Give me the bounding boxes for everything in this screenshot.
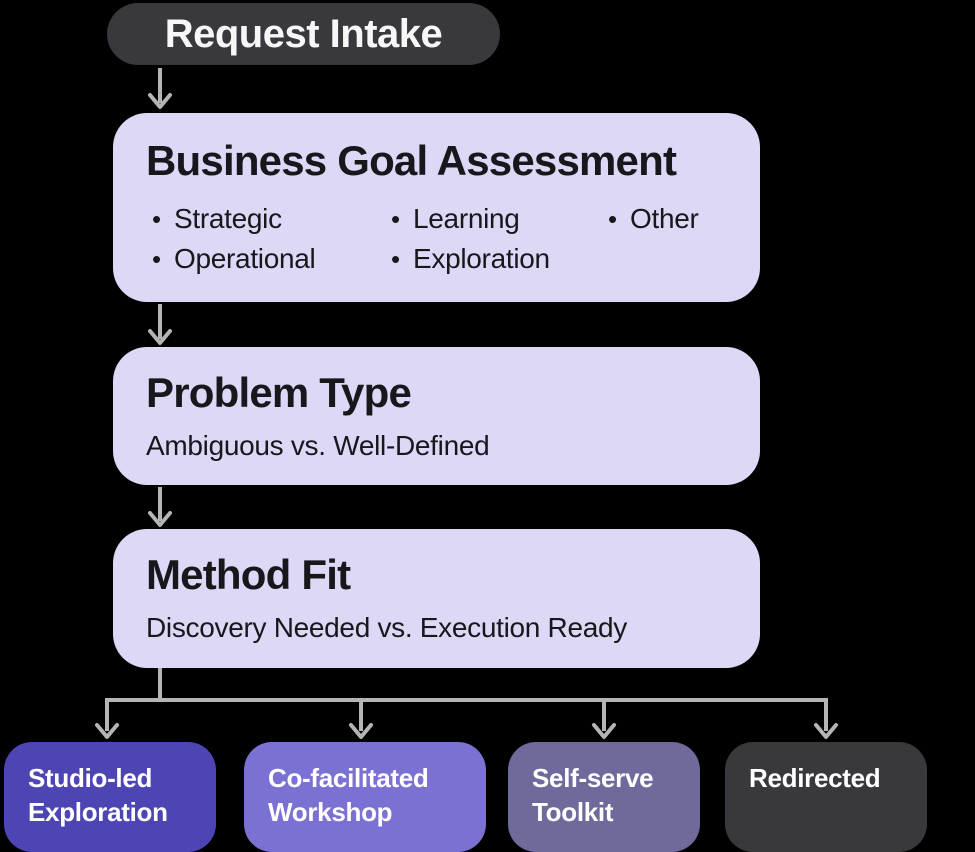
outcome-label-line: Self-serve — [532, 763, 654, 793]
node-business-goal-assessment: Business Goal Assessment Strategic Opera… — [113, 113, 760, 302]
node-problem-type: Problem Type Ambiguous vs. Well-Defined — [113, 347, 760, 485]
bullet-icon — [152, 239, 174, 279]
bullet-icon — [152, 199, 174, 239]
goal-column-1: Strategic Operational — [152, 199, 391, 279]
problem-type-title: Problem Type — [146, 369, 412, 416]
node-outcome-redirected: Redirected — [725, 742, 927, 852]
outcome-label-line: Exploration — [28, 797, 168, 827]
goal-label: Strategic — [174, 203, 282, 234]
goal-item-learning: Learning — [391, 199, 608, 239]
branch-tree-connector — [95, 668, 838, 739]
goal-label: Learning — [413, 203, 520, 234]
goal-column-2: Learning Exploration — [391, 199, 608, 279]
problem-type-subtitle: Ambiguous vs. Well-Defined — [146, 430, 490, 461]
arrow-intake-to-assessment — [148, 68, 172, 109]
request-intake-label: Request Intake — [164, 11, 443, 56]
node-request-intake: Request Intake — [107, 3, 500, 65]
goal-label: Operational — [174, 243, 316, 274]
goal-item-exploration: Exploration — [391, 239, 608, 279]
bullet-icon — [608, 199, 630, 239]
method-fit-title: Method Fit — [146, 551, 351, 598]
outcome-label-line: Studio-led — [28, 763, 153, 793]
bullet-icon — [391, 239, 413, 279]
goal-item-operational: Operational — [152, 239, 391, 279]
goal-item-other: Other — [608, 199, 699, 239]
outcome-label-line: Co-facilitated — [268, 763, 429, 793]
method-fit-subtitle: Discovery Needed vs. Execution Ready — [146, 612, 627, 643]
goal-label: Exploration — [413, 243, 550, 274]
node-outcome-studio-led-exploration: Studio-led Exploration — [4, 742, 216, 852]
node-outcome-self-serve-toolkit: Self-serve Toolkit — [508, 742, 700, 852]
goal-column-3: Other — [608, 199, 699, 279]
arrow-assessment-to-problem — [148, 304, 172, 345]
arrow-problem-to-method — [148, 487, 172, 527]
goal-label: Other — [630, 203, 699, 234]
bullet-icon — [391, 199, 413, 239]
outcome-label-line: Toolkit — [532, 797, 614, 827]
assessment-goal-list: Strategic Operational Learning Explorati… — [152, 199, 727, 279]
node-method-fit: Method Fit Discovery Needed vs. Executio… — [113, 529, 760, 668]
outcome-label-line: Workshop — [268, 797, 393, 827]
goal-item-strategic: Strategic — [152, 199, 391, 239]
assessment-title: Business Goal Assessment — [146, 137, 677, 184]
outcome-label-line: Redirected — [749, 763, 881, 793]
node-outcome-co-facilitated-workshop: Co-facilitated Workshop — [244, 742, 486, 852]
